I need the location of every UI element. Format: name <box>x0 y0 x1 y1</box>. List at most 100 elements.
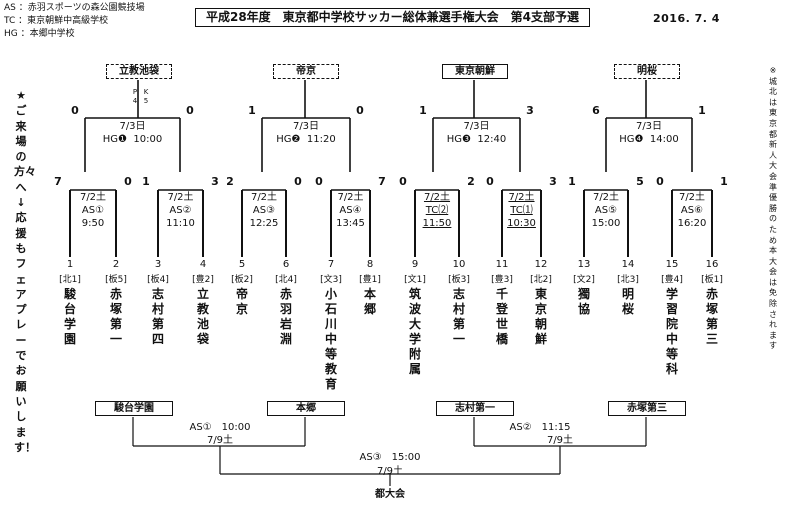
match-info: 7/2土 TC⑵ 11:50 <box>407 191 467 230</box>
match-time: 13:45 <box>336 218 365 229</box>
match-time: 11:10 <box>166 218 195 229</box>
match-venue: AS⑥ <box>680 205 704 216</box>
block-score-right: 0 <box>186 104 194 117</box>
block-venue-time: HG❷ 11:20 <box>261 133 351 146</box>
block-score-left: 0 <box>71 104 79 117</box>
block-venue-time: HG❶ 10:00 <box>88 133 178 146</box>
match-date: 7/2土 <box>678 192 706 203</box>
team-code: [豊1] <box>359 275 381 285</box>
match-venue: AS① <box>81 205 105 216</box>
block-venue: HG❶ <box>102 134 128 145</box>
team-name: 東京朝鮮 <box>534 287 547 346</box>
team-number: 14 <box>621 259 635 270</box>
match-time: 11:50 <box>422 218 452 229</box>
match-score-left: 1 <box>568 175 576 188</box>
match-date: 7/2土 <box>423 192 451 203</box>
match-score-left: 0 <box>656 175 664 188</box>
block-date: 7/3日 <box>635 121 663 132</box>
match-score-right: 1 <box>720 175 728 188</box>
team-name: 明桜 <box>621 287 634 316</box>
team-code: [板5] <box>105 275 127 285</box>
match-score-left: 7 <box>54 175 62 188</box>
team-code: [文3] <box>320 275 342 285</box>
team-number: 5 <box>238 259 246 270</box>
team-number: 6 <box>282 259 290 270</box>
match-score-right: 3 <box>211 175 219 188</box>
final-label: AS③ 15:00 <box>359 452 421 463</box>
right-note: ※城北は東京都新人大会準優勝のため本大会は免除されます <box>769 66 777 351</box>
match-score-right: 0 <box>124 175 132 188</box>
team-number: 7 <box>327 259 335 270</box>
team-number: 10 <box>452 259 466 270</box>
match-time: 10:30 <box>507 218 536 229</box>
block-score-right: 0 <box>356 104 364 117</box>
team-code: [豊3] <box>491 275 513 285</box>
team-code: [豊4] <box>661 275 683 285</box>
team-number: 4 <box>199 259 207 270</box>
venue-legend: AS ：赤羽スポーツの森公園競技場 TC ：東京朝鮮中高級学校 HG ：本郷中学… <box>4 2 145 41</box>
block-venue: HG❷ <box>276 134 301 145</box>
match-score-right: 3 <box>549 175 557 188</box>
team-code: [文1] <box>404 275 426 285</box>
team-name: 筑波大学附属 <box>408 287 421 376</box>
final-seed-box: 駿台学園 <box>95 401 173 416</box>
venue-legend-as: AS ：赤羽スポーツの森公園競技場 <box>4 3 145 13</box>
match-date: 7/2土 <box>167 192 194 203</box>
team-name: 赤塚第一 <box>109 287 122 346</box>
block-winner-box: 東京朝鮮 <box>442 64 508 79</box>
page-title: 平成28年度 東京都中学校サッカー総体兼選手権大会 第4支部予選 <box>195 8 590 27</box>
block-score-right: 1 <box>698 104 706 117</box>
team-name: 志村第一 <box>452 287 465 346</box>
semi2-date: 7/9土 <box>546 435 574 446</box>
match-info: 7/2土 AS② 11:10 <box>151 191 211 230</box>
team-code: [北2] <box>530 275 552 285</box>
block-venue: HG❸ <box>446 134 472 145</box>
team-number: 11 <box>495 259 509 270</box>
block-time: 12:40 <box>477 134 507 145</box>
match-venue: TC⑴ <box>510 205 533 216</box>
match-date: 7/2土 <box>337 192 364 203</box>
team-name: 本郷 <box>363 287 376 316</box>
team-name: 志村第四 <box>151 287 164 346</box>
match-venue: TC⑵ <box>425 205 449 216</box>
team-code: [文2] <box>573 275 595 285</box>
semi2-label: AS② 11:15 <box>509 422 571 433</box>
block-date: 7/3日 <box>119 121 146 132</box>
final-seed-box: 本郷 <box>267 401 345 416</box>
team-code: [北1] <box>59 275 81 285</box>
match-score-right: 5 <box>636 175 644 188</box>
match-score-left: 2 <box>226 175 234 188</box>
block-date: 7/3日 <box>292 121 320 132</box>
issue-date: 2016. 7. 4 <box>653 12 720 25</box>
final-seed-box: 志村第一 <box>436 401 514 416</box>
match-time: 12:25 <box>249 218 279 229</box>
venue-legend-tc: TC ：東京朝鮮中高級学校 <box>4 16 109 26</box>
match-score-right: 7 <box>378 175 386 188</box>
semi1-date: 7/9土 <box>206 435 234 446</box>
match-date: 7/2土 <box>592 192 620 203</box>
final-seed-box: 赤塚第三 <box>608 401 686 416</box>
team-number: 2 <box>112 259 120 270</box>
venue-legend-hg: HG ：本郷中学校 <box>4 29 75 39</box>
team-name: 赤羽岩淵 <box>279 287 292 346</box>
team-number: 9 <box>411 259 419 270</box>
team-code: [北3] <box>617 275 639 285</box>
match-score-left: 1 <box>142 175 150 188</box>
block-time: 10:00 <box>133 134 163 145</box>
team-code: [板3] <box>448 275 470 285</box>
block-winner-box: 帝京 <box>273 64 339 79</box>
match-venue: AS③ <box>252 205 276 216</box>
block-venue-time: HG❸ 12:40 <box>432 133 522 146</box>
block-venue: HG❹ <box>619 134 644 145</box>
match-score-left: 0 <box>399 175 407 188</box>
match-venue: AS② <box>169 205 192 216</box>
match-venue: AS⑤ <box>594 205 618 216</box>
team-code: [板4] <box>147 275 169 285</box>
block-venue-time: HG❹ 14:00 <box>604 133 694 146</box>
